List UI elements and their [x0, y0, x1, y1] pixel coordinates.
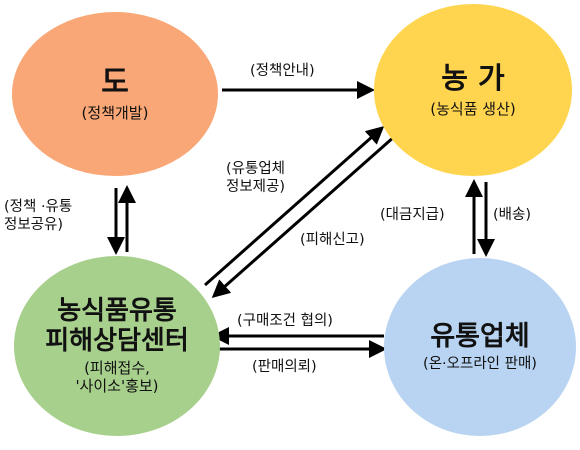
- node-farm-sub: (농식품 생산): [430, 99, 516, 118]
- node-distributor-title: 유통업체: [430, 320, 530, 352]
- edge-label-policy-share: (정책 ·유통 정보공유): [4, 198, 72, 234]
- node-province-sub: (정책개발): [81, 104, 149, 123]
- edge-label-sales-request: (판매의뢰): [252, 359, 317, 375]
- edge-label-distributor-info-line2: 정보제공): [226, 179, 286, 196]
- arrow-center-to-farm: [204, 126, 385, 287]
- node-province: 도 (정책개발): [12, 12, 218, 176]
- arrow-farm-to-center: [211, 134, 396, 298]
- edge-label-damage-report: (피해신고): [300, 232, 365, 248]
- edge-label-distributor-info-line1: (유통업체: [226, 161, 286, 177]
- edge-label-distributor-info: (유통업체 정보제공): [226, 160, 285, 196]
- edge-label-policy-share-line2: 정보공유): [4, 217, 64, 234]
- node-distributor: 유통업체 (온·오프라인 판매): [384, 258, 576, 436]
- node-center-title-line2: 피해상담센터: [45, 326, 189, 356]
- node-center: 농식품유통 피해상담센터 (피해접수, '사이소'홍보): [14, 256, 220, 436]
- edge-label-policy-share-line1: (정책 ·유통: [4, 199, 73, 215]
- node-center-sub-line1: (피해접수,: [84, 358, 150, 377]
- node-farm: 농 가 (농식품 생산): [374, 4, 572, 176]
- node-farm-title: 농 가: [441, 61, 505, 96]
- edge-label-purchase-terms: (구매조건 협의): [237, 313, 333, 329]
- node-center-sub-line2: '사이소'홍보): [75, 376, 159, 395]
- edge-label-payment: (대금지급): [380, 207, 445, 223]
- edge-label-delivery: (배송): [493, 207, 531, 223]
- node-distributor-sub: (온·오프라인 판매): [423, 355, 537, 372]
- node-center-title-line1: 농식품유통: [57, 296, 177, 327]
- edge-label-policy-guide: (정책안내): [250, 63, 315, 79]
- node-province-title: 도: [101, 64, 129, 100]
